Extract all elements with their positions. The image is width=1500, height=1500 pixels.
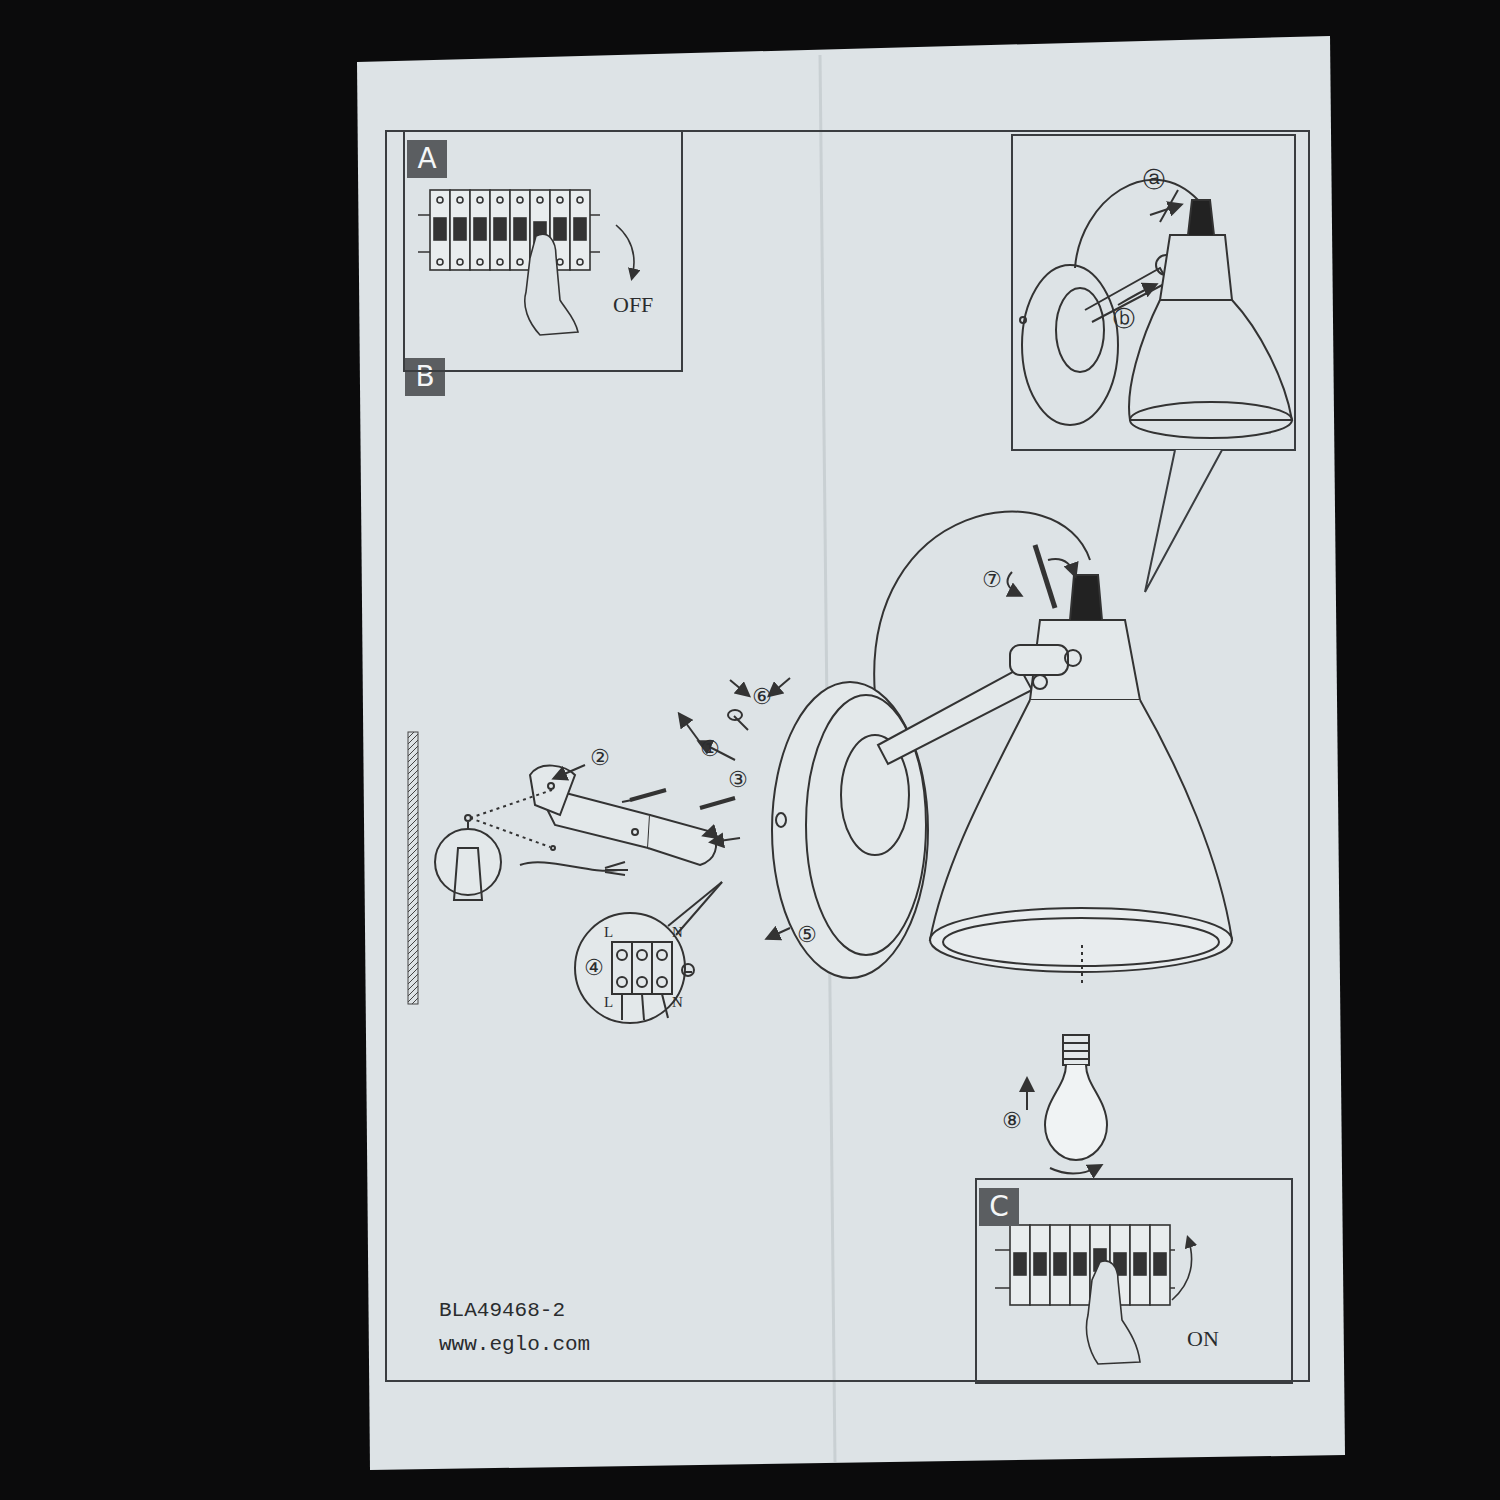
lamp-detail [1020,180,1292,438]
wall [408,732,418,1004]
website-url: www.eglo.com [439,1332,590,1358]
wall-lamp [435,512,1232,1174]
panel-letter: B [405,358,445,396]
document-code: BLA49468-2 [439,1298,565,1324]
terminal-label: L [604,994,613,1010]
panel-letter: A [407,140,447,178]
callout-pointer [1145,450,1222,592]
frame-panel: B BLA49468-2 www.eglo.com A OFF C ON [385,130,1310,1382]
step-panel: C ON [975,1178,1293,1384]
paper-sheet [357,36,1345,1470]
callout-number: ① [700,736,720,762]
breaker-panel-on [995,1225,1192,1364]
callout-number: ⑤ [797,922,817,948]
terminal-label: N [672,994,683,1010]
callout-number: ⑧ [1002,1108,1022,1134]
callout-number: ⑥ [752,684,772,710]
terminal-label: L [604,924,613,940]
callout-number: ② [590,745,610,771]
callout-letter: ⓐ [1143,167,1165,193]
step-panel: A OFF [403,130,683,372]
callout-letter: ⓑ [1113,306,1135,332]
detail-panel [1012,135,1295,450]
breaker-panel-off [418,190,634,335]
terminal-label: N [672,924,683,940]
callout-number: ⑦ [982,567,1002,593]
panel-letter: C [979,1188,1019,1226]
callout-number: ④ [584,955,604,981]
switch-state: OFF [613,292,653,318]
callout-number: ③ [728,767,748,793]
switch-state: ON [1187,1326,1219,1352]
